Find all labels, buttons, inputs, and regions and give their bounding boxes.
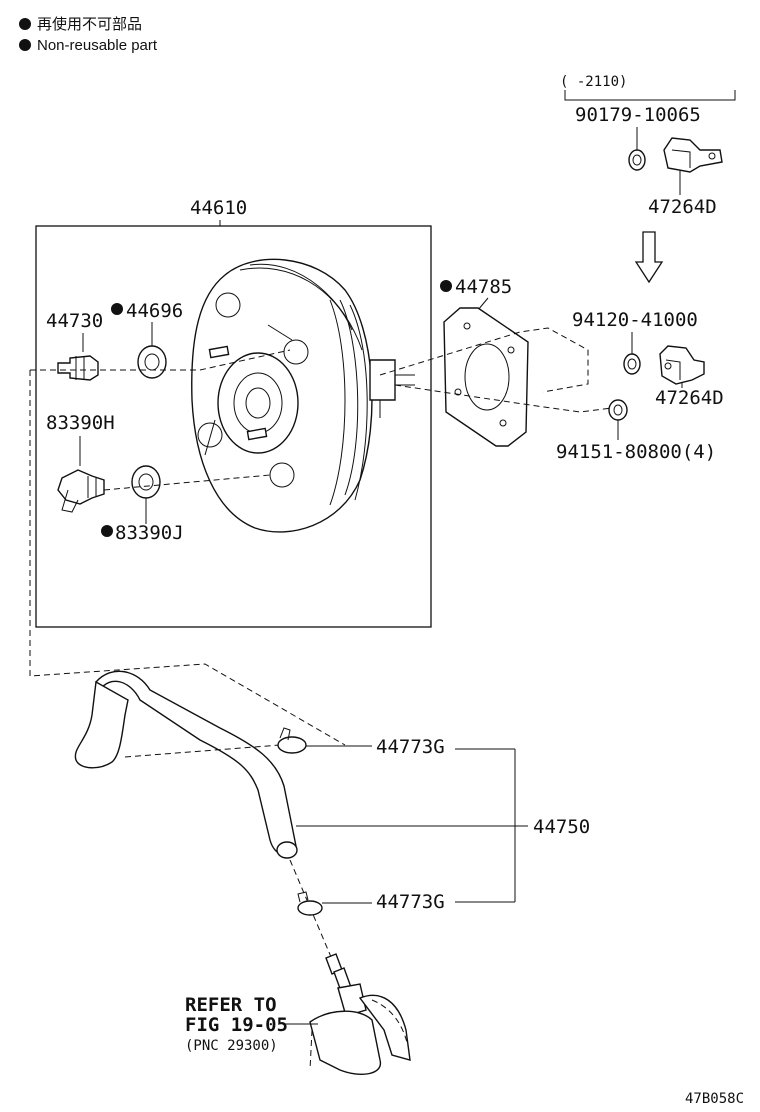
brake-booster bbox=[191, 258, 415, 533]
grommet-83390j bbox=[131, 465, 161, 499]
legend-en: Non-reusable part bbox=[37, 37, 158, 54]
intake-fitting bbox=[309, 953, 411, 1076]
sensor-83390h bbox=[57, 469, 105, 513]
clip-44773g-top bbox=[277, 727, 307, 754]
refer-line-3[interactable]: (PNC 29300) bbox=[185, 1038, 278, 1054]
label-44773g-bottom[interactable]: 44773G bbox=[376, 891, 445, 913]
label-44610[interactable]: 44610 bbox=[190, 197, 247, 219]
range-bracket: ( -2110) bbox=[560, 74, 736, 101]
vacuum-hose-44750 bbox=[74, 670, 298, 859]
assembly-box-44610 bbox=[35, 225, 432, 628]
label-47264d-mid[interactable]: 47264D bbox=[655, 387, 724, 409]
range-note: ( -2110) bbox=[560, 74, 627, 90]
label-44773g-top[interactable]: 44773G bbox=[376, 736, 445, 758]
label-90179-10065[interactable]: 90179-10065 bbox=[575, 104, 701, 126]
non-reusable-dot-icon bbox=[19, 39, 31, 51]
refer-line-1[interactable]: REFER TO bbox=[185, 994, 277, 1016]
label-83390j[interactable]: 83390J bbox=[115, 522, 184, 544]
nut-94151 bbox=[608, 399, 628, 421]
bracket-47264d-mid bbox=[659, 345, 705, 385]
nut-94120 bbox=[623, 353, 641, 375]
label-44785[interactable]: 44785 bbox=[455, 276, 512, 298]
label-83390h[interactable]: 83390H bbox=[46, 412, 115, 434]
label-47264d-top[interactable]: 47264D bbox=[648, 196, 717, 218]
grommet-44696 bbox=[137, 345, 167, 379]
refer-line-2[interactable]: FIG 19-05 bbox=[185, 1014, 288, 1036]
label-94151-80800[interactable]: 94151-80800(4) bbox=[556, 441, 716, 463]
legend: 再使用不可部品 Non-reusable part bbox=[19, 16, 158, 54]
check-valve-44730 bbox=[57, 355, 99, 381]
legend-jp: 再使用不可部品 bbox=[37, 16, 142, 33]
down-arrow-icon bbox=[634, 231, 664, 284]
figure-code: 47B058C bbox=[685, 1091, 744, 1107]
nut-90179 bbox=[628, 149, 646, 171]
label-94120-41000[interactable]: 94120-41000 bbox=[572, 309, 698, 331]
label-44750[interactable]: 44750 bbox=[533, 816, 590, 838]
label-44696[interactable]: 44696 bbox=[126, 300, 183, 322]
bracket-47264d-top bbox=[663, 137, 723, 173]
clip-44773g-bottom bbox=[297, 891, 323, 916]
non-reusable-dot-icon bbox=[19, 18, 31, 30]
gasket-44785 bbox=[443, 307, 529, 447]
label-44730[interactable]: 44730 bbox=[46, 310, 103, 332]
